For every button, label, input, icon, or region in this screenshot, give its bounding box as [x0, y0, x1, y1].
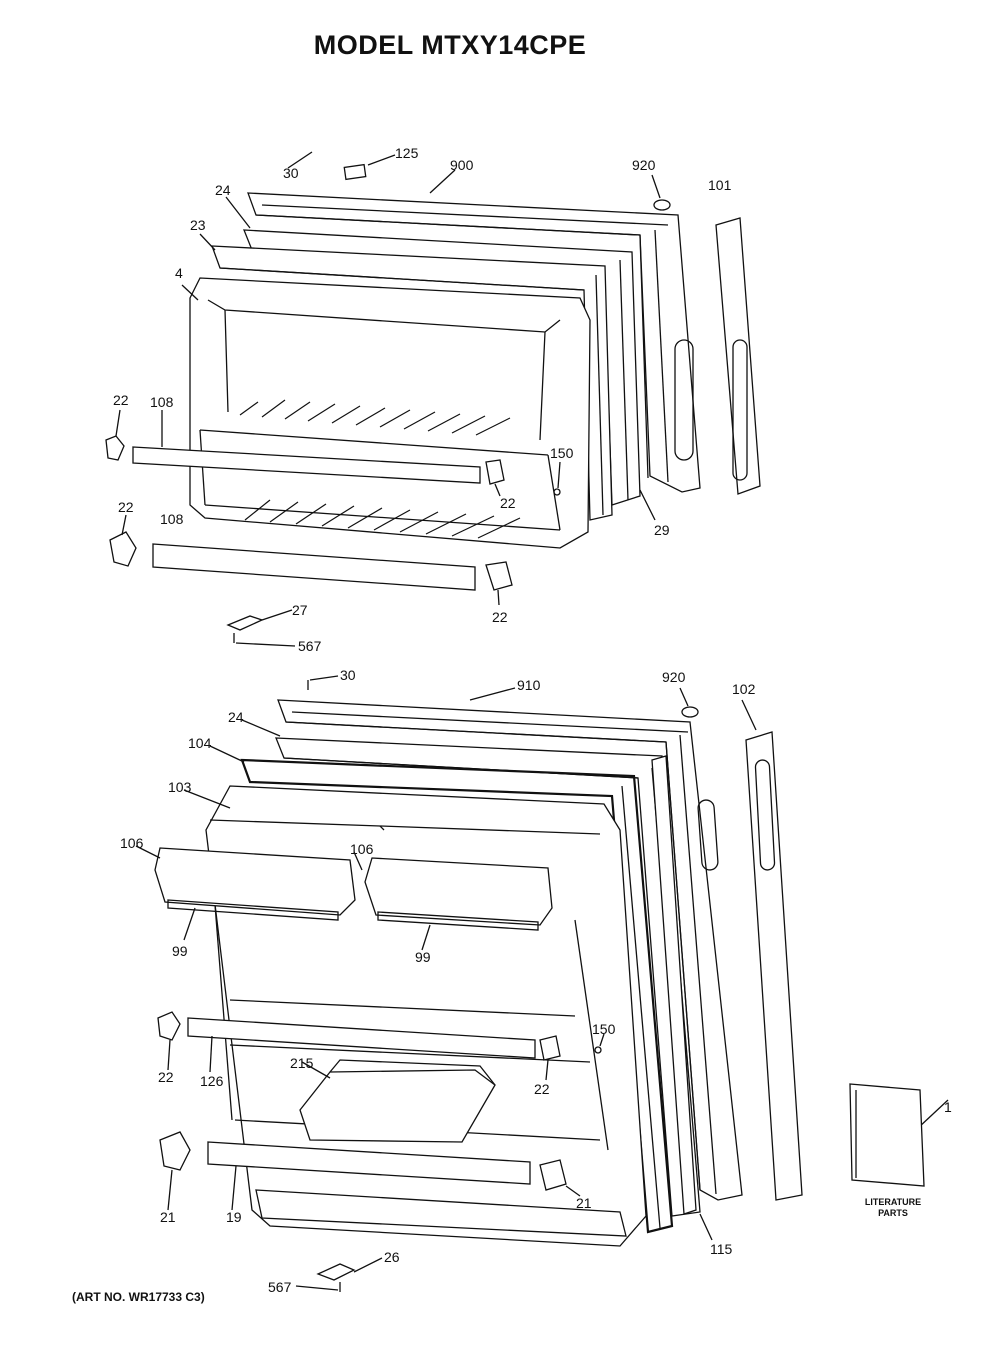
- callout-ff-30: 30: [340, 667, 356, 683]
- ff-leaders: [135, 675, 949, 1291]
- callout-fz-22d: 22: [492, 609, 508, 625]
- callout-fz-30: 30: [283, 165, 299, 181]
- freezer-bar-clip-left-lower: [109, 531, 137, 567]
- callout-ff-19: 19: [226, 1209, 242, 1225]
- ff-part-26: [316, 1263, 356, 1281]
- callout-ff-99a: 99: [172, 943, 188, 959]
- callout-ff-910: 910: [517, 677, 541, 693]
- freezer-door-bar-lower: [152, 543, 476, 591]
- callout-ff-22b: 22: [534, 1081, 550, 1097]
- callout-fz-150: 150: [550, 445, 574, 461]
- callout-ff-104: 104: [188, 735, 212, 751]
- callout-fz-22a: 22: [113, 392, 129, 408]
- freezer-cap-920: [653, 199, 671, 211]
- freezer-shelf-hatch-lower: [244, 499, 521, 539]
- freezer-part-27: [226, 615, 264, 631]
- callout-fz-108a: 108: [150, 394, 174, 410]
- page-title: MODEL MTXY14CPE: [313, 30, 587, 60]
- freezer-bar-clip-right-lower: [485, 561, 513, 591]
- ff-bar-clip-21-left: [159, 1131, 191, 1171]
- callout-ff-126: 126: [200, 1073, 224, 1089]
- callout-ff-103: 103: [168, 779, 192, 795]
- ff-bar-clip-21-right: [539, 1159, 567, 1191]
- ff-cap-920: [681, 706, 699, 718]
- freezer-bar-clip-left-upper: [105, 435, 125, 461]
- callout-ff-26: 26: [384, 1249, 400, 1265]
- callout-ff-106b: 106: [350, 841, 374, 857]
- callout-fz-101: 101: [708, 177, 732, 193]
- callout-ff-24: 24: [228, 709, 244, 725]
- callout-fz-125: 125: [395, 145, 419, 161]
- freezer-part-125: [343, 163, 367, 181]
- literature-parts-label: LITERATURE PARTS: [845, 1197, 941, 1219]
- freezer-bar-clip-right-upper: [485, 459, 505, 485]
- callout-ff-920: 920: [662, 669, 686, 685]
- fresh-food-door-assembly: 30 910 920 102 24 104 103 106 106 99 99 …: [120, 667, 952, 1295]
- literature-label-line2: PARTS: [878, 1208, 908, 1218]
- ff-door-bar-126: [187, 1017, 536, 1059]
- freezer-shelf-hatch-upper: [239, 399, 511, 436]
- ff-strip-115: [651, 755, 697, 1215]
- callout-fz-108b: 108: [160, 511, 184, 527]
- callout-ff-215: 215: [290, 1055, 314, 1071]
- ff-door-bin-left: [154, 847, 356, 916]
- literature-parts-booklet: [849, 1083, 925, 1187]
- freezer-leaders: [115, 151, 661, 647]
- callout-fz-22b: 22: [500, 495, 516, 511]
- literature-label-line1: LITERATURE: [864, 1197, 922, 1207]
- callout-fz-27: 27: [292, 602, 308, 618]
- callout-fz-24: 24: [215, 182, 231, 198]
- callout-fz-567: 567: [298, 638, 322, 654]
- freezer-door-assembly: 30 125 900 920 101 24 23 4 22 108 150 22…: [105, 145, 761, 654]
- freezer-door-bar-upper: [132, 446, 481, 484]
- callout-lit-1: 1: [944, 1099, 952, 1115]
- callout-ff-21b: 21: [576, 1195, 592, 1211]
- art-number: (ART NO. WR17733 C3): [72, 1290, 205, 1304]
- callout-fz-22c: 22: [118, 499, 134, 515]
- ff-door-bin-215: [299, 1069, 496, 1143]
- callout-fz-920: 920: [632, 157, 656, 173]
- callout-ff-115: 115: [710, 1241, 733, 1257]
- freezer-inner-liner: [189, 277, 591, 549]
- freezer-handle-trim: [715, 217, 761, 495]
- callout-fz-29: 29: [654, 522, 670, 538]
- callout-ff-102: 102: [732, 681, 756, 697]
- callout-ff-106a: 106: [120, 835, 144, 851]
- ff-door-bin-right: [364, 857, 553, 926]
- ff-handle-trim: [745, 731, 803, 1201]
- callout-fz-900: 900: [450, 157, 474, 173]
- callout-ff-567: 567: [268, 1279, 292, 1295]
- callout-ff-150: 150: [592, 1021, 616, 1037]
- ff-door-bar-19: [207, 1141, 531, 1185]
- callout-ff-21a: 21: [160, 1209, 176, 1225]
- ff-bar-clip-22-left: [157, 1011, 181, 1041]
- ff-bar-clip-22-right: [539, 1035, 561, 1061]
- callout-ff-22a: 22: [158, 1069, 174, 1085]
- callout-fz-23: 23: [190, 217, 206, 233]
- callout-ff-99b: 99: [415, 949, 431, 965]
- callout-fz-4: 4: [175, 265, 183, 281]
